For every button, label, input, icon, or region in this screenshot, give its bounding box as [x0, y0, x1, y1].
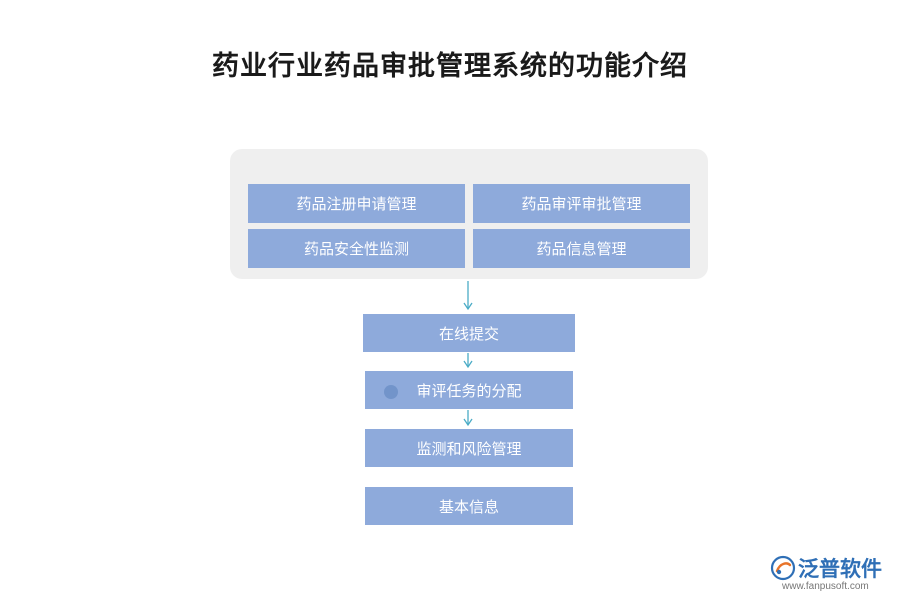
flow-step-risk-management: 监测和风险管理 [365, 429, 573, 467]
flow-step-task-assignment: 审评任务的分配 [365, 371, 573, 409]
watermark-logo-icon [384, 385, 398, 399]
module-box-review-approval: 药品审评审批管理 [473, 184, 690, 223]
diagram-title: 药业行业药品审批管理系统的功能介绍 [212, 51, 688, 82]
brand-logo-icon [770, 555, 796, 581]
brand-watermark: 泛普软件 www.fanpusoft.com [770, 553, 895, 593]
module-box-safety-monitoring: 药品安全性监测 [248, 229, 465, 268]
module-box-registration: 药品注册申请管理 [248, 184, 465, 223]
flow-step-basic-info: 基本信息 [365, 487, 573, 525]
brand-name: 泛普软件 [798, 557, 882, 581]
arrow-panel-to-step1 [463, 281, 473, 311]
brand-url: www.fanpusoft.com [782, 581, 869, 592]
flow-step-online-submit: 在线提交 [363, 314, 575, 352]
arrow-step2-to-step3 [463, 410, 473, 427]
arrow-step1-to-step2 [463, 353, 473, 369]
module-box-info-management: 药品信息管理 [473, 229, 690, 268]
